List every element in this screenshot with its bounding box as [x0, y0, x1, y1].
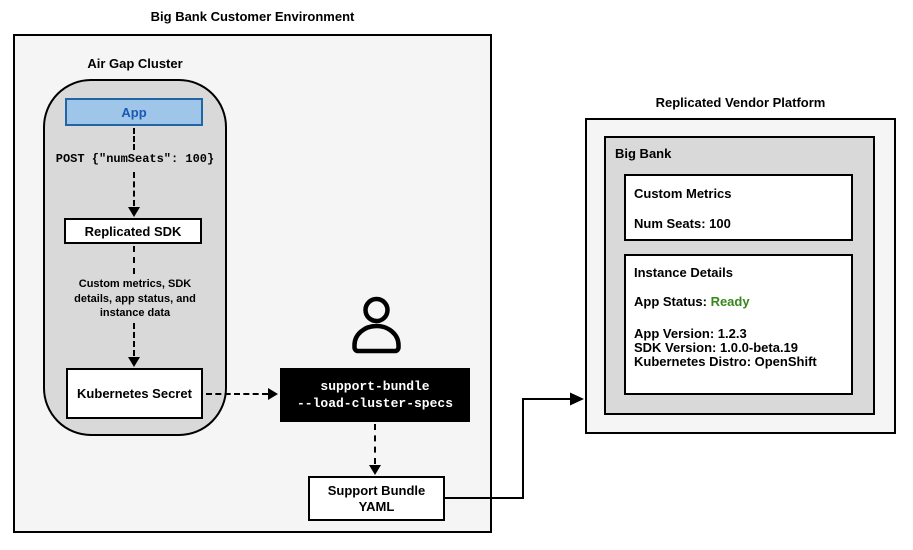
yaml-label-line-1: Support Bundle	[327, 482, 426, 498]
dashed-connector-post-sdk	[133, 172, 135, 206]
replicated-sdk-node: Replicated SDK	[64, 218, 202, 244]
app-status-line: App Status: Ready	[634, 294, 750, 309]
arrowhead-to-platform	[570, 392, 584, 406]
arrowhead-to-yaml	[369, 465, 381, 475]
kubernetes-secret-node: Kubernetes Secret	[66, 368, 203, 419]
arrowhead-to-sdk	[128, 207, 140, 217]
instance-details-title: Instance Details	[634, 265, 733, 280]
app-node: App	[65, 98, 203, 126]
payload-line-2: details, app status, and	[74, 292, 196, 305]
customer-environment-title: Big Bank Customer Environment	[150, 9, 355, 24]
payload-description: Custom metrics, SDK details, app status,…	[40, 277, 230, 321]
dashed-connector-sdk-payload	[133, 246, 135, 274]
dashed-connector-command-yaml	[374, 424, 376, 464]
support-bundle-yaml-node: Support Bundle YAML	[308, 476, 445, 521]
app-version-line: App Version: 1.2.3	[634, 326, 747, 341]
command-line-1: support-bundle	[320, 379, 430, 394]
custom-metrics-card	[624, 174, 853, 241]
vendor-platform-title: Replicated Vendor Platform	[655, 95, 826, 110]
dashed-connector-secret-command	[206, 393, 268, 395]
custom-metrics-title: Custom Metrics	[634, 186, 732, 201]
k8s-distro-line: Kubernetes Distro: OpenShift	[634, 354, 817, 369]
kubernetes-secret-label: Kubernetes Secret	[77, 386, 192, 401]
arrowhead-to-command	[268, 388, 278, 400]
dashed-connector-app-post	[133, 128, 135, 150]
dashed-connector-payload-secret	[133, 323, 135, 356]
instance-version-lines: App Version: 1.2.3 SDK Version: 1.0.0-be…	[634, 327, 817, 369]
app-status-value: Ready	[710, 294, 750, 309]
support-bundle-command: support-bundle --load-cluster-specs	[280, 368, 470, 422]
payload-line-1: Custom metrics, SDK	[78, 278, 192, 290]
instance-details-card	[624, 254, 853, 395]
arrowhead-to-secret	[128, 357, 140, 367]
num-seats-value: Num Seats: 100	[634, 216, 731, 231]
air-gap-cluster-title: Air Gap Cluster	[87, 56, 183, 71]
command-line-2: --load-cluster-specs	[296, 396, 454, 411]
big-bank-label: Big Bank	[615, 146, 672, 161]
sdk-version-line: SDK Version: 1.0.0-beta.19	[634, 340, 799, 355]
app-status-label: App Status:	[634, 294, 711, 309]
payload-line-3: instance data	[99, 307, 171, 319]
user-icon	[352, 296, 401, 354]
app-node-label: App	[121, 104, 147, 120]
post-request-text: POST {"numSeats": 100}	[55, 152, 215, 166]
replicated-sdk-label: Replicated SDK	[84, 223, 182, 239]
yaml-label-line-2: YAML	[358, 498, 395, 514]
